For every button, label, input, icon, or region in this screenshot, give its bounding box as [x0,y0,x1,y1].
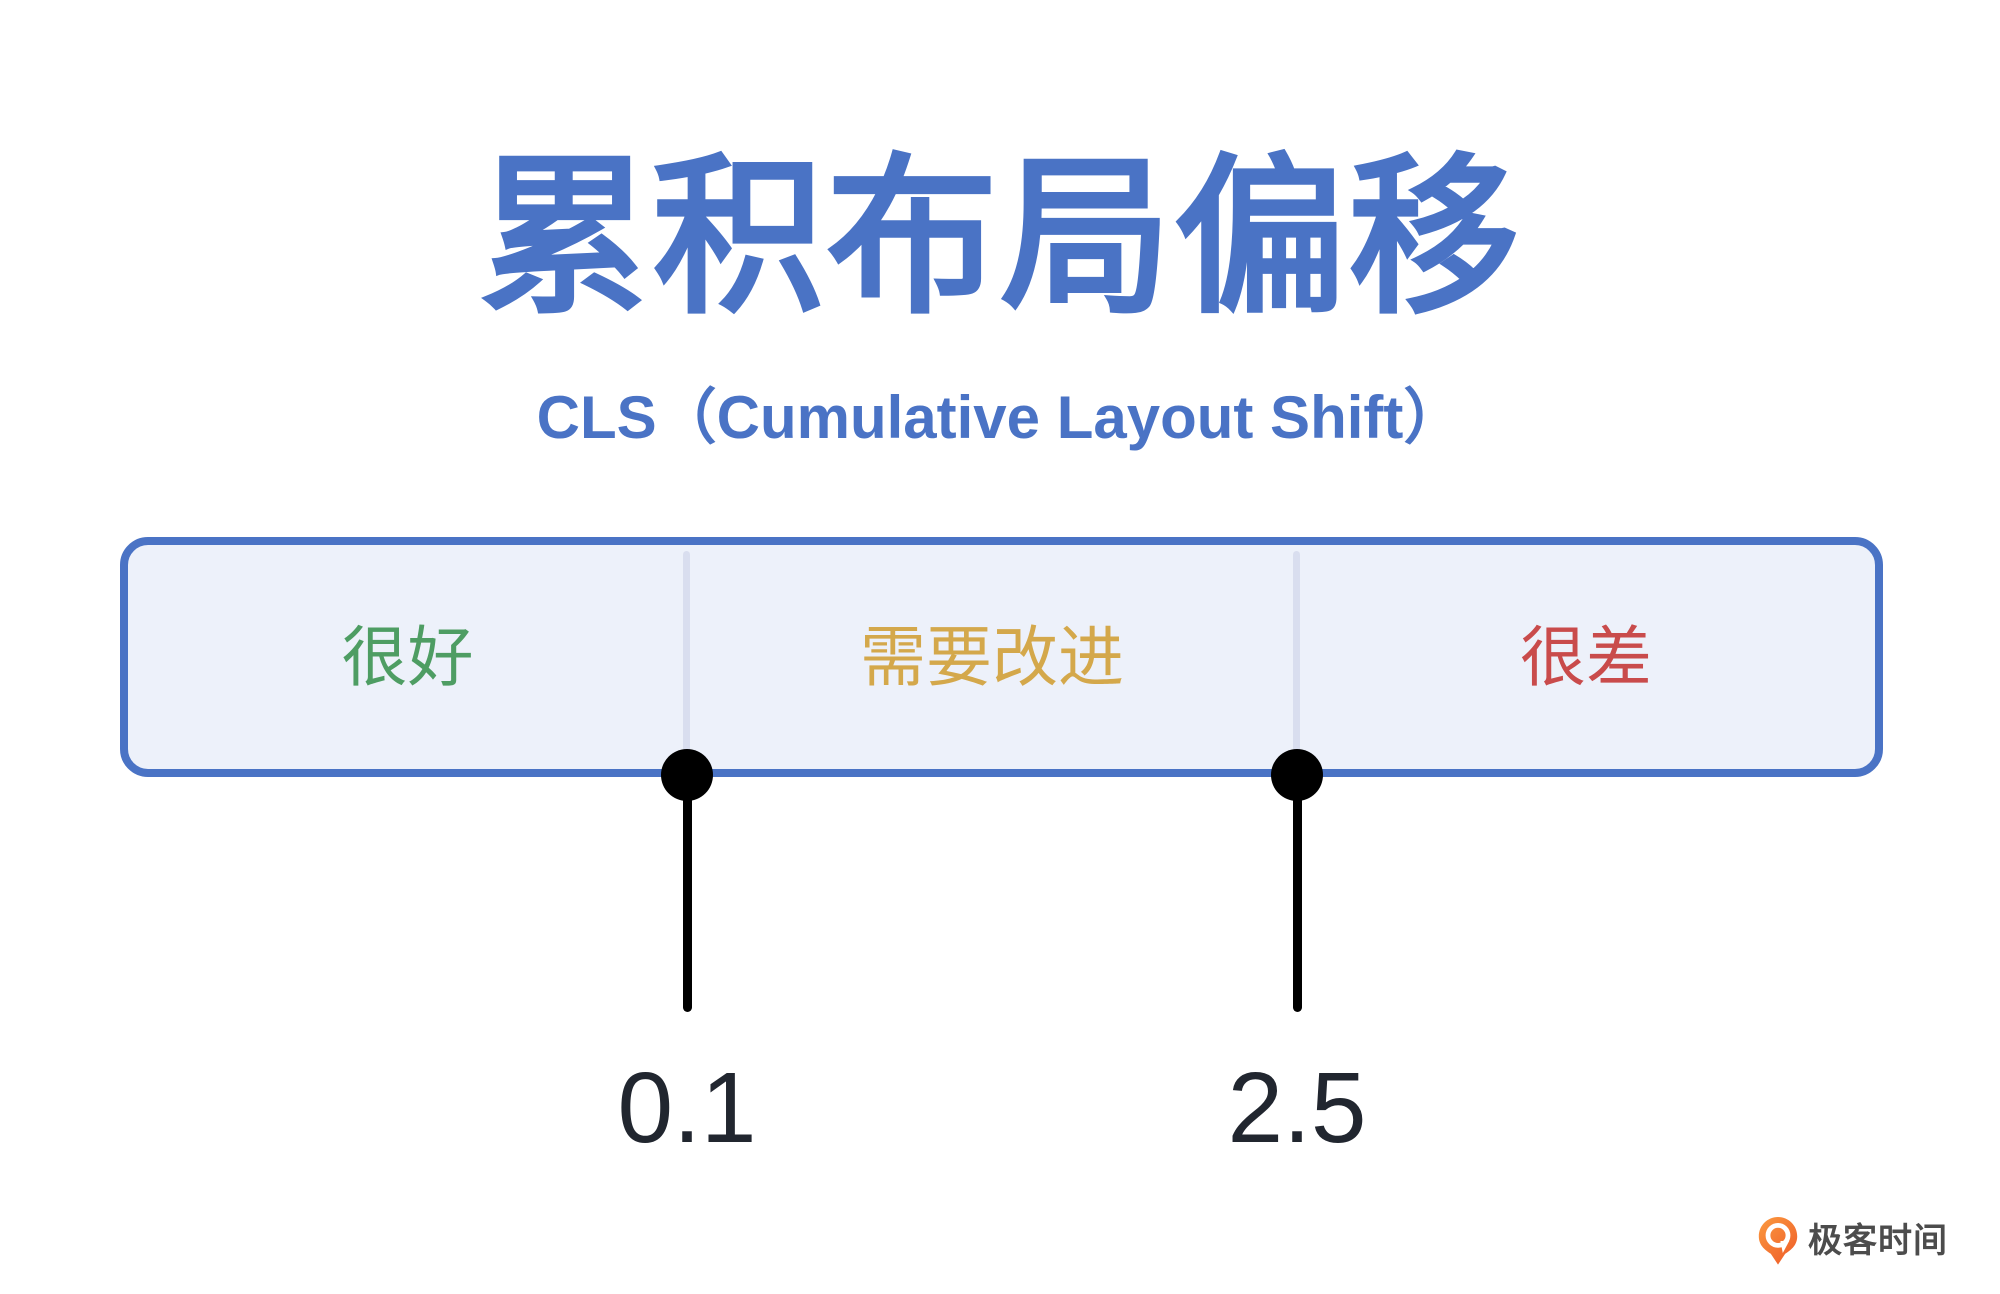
page-title: 累积布局偏移 [478,142,1522,334]
threshold-1-dot [661,749,713,801]
segment-good: 很好 [128,545,687,769]
segment-good-label: 很好 [341,620,474,694]
geek-time-logo: 极客时间 [1758,1216,1948,1266]
scale-divider-2 [1293,551,1300,769]
page-subtitle: CLS（Cumulative Layout Shift） [536,384,1464,451]
threshold-1-stem [683,775,692,1012]
segment-poor: 很差 [1297,545,1875,769]
segment-poor-label: 很差 [1520,620,1652,694]
segment-needs-improvement-label: 需要改进 [860,620,1124,694]
geek-time-pin-icon [1758,1217,1798,1265]
threshold-1-value: 0.1 [617,1052,757,1164]
threshold-2-value: 2.5 [1227,1052,1367,1164]
threshold-2-stem [1293,775,1302,1012]
threshold-2-dot [1271,749,1323,801]
segment-needs-improvement: 需要改进 [687,545,1297,769]
scale-divider-1 [683,551,690,769]
geek-time-logo-text: 极客时间 [1808,1222,1948,1260]
cls-scale-bar: 很好 需要改进 很差 [120,537,1883,777]
